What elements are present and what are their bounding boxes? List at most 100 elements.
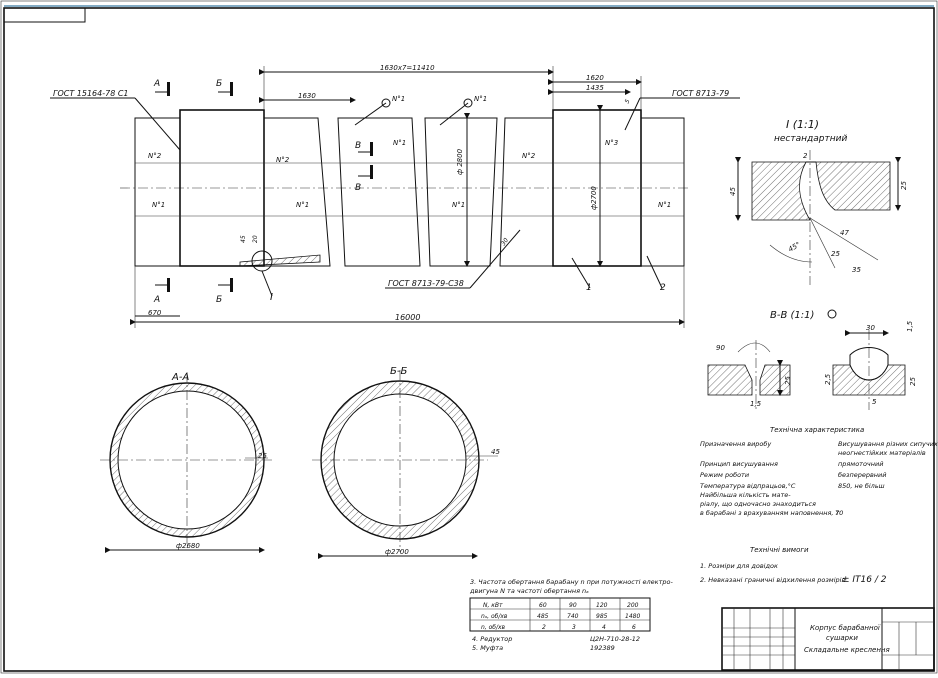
tech-requirement-2: 2. Невказані граничні відхилення розмірі… bbox=[700, 576, 845, 584]
weld-symbol-circle bbox=[827, 309, 837, 319]
note-5-value: 192389 bbox=[590, 644, 615, 652]
dim-sections: 1630х7=11410 bbox=[380, 64, 435, 72]
section-label-A-top: А bbox=[153, 79, 160, 89]
tech-row-7-label: в барабані з врахуванням наповнення, т bbox=[700, 509, 840, 517]
detail-I-angle: 45° bbox=[787, 241, 802, 254]
detail-I-dim-25-bottom: 25 bbox=[831, 250, 840, 258]
section-AA-thickness: 25 bbox=[258, 452, 267, 460]
section-VV-dim-5: 5 bbox=[872, 398, 877, 406]
gost-label-top-left: ГОСТ 15164-78 С1 bbox=[53, 89, 129, 98]
section-BB bbox=[312, 370, 498, 559]
section-label-A-bottom: А bbox=[153, 295, 160, 305]
speed-cell: 2 bbox=[542, 624, 546, 631]
speed-cell: 1480 bbox=[625, 613, 640, 620]
tech-row-6-label: ріалу, що одночасно знаходиться bbox=[699, 500, 816, 508]
shell-segment-1 bbox=[263, 117, 331, 267]
leader-label-I: I bbox=[270, 292, 273, 303]
dim-45: 45 bbox=[240, 235, 247, 243]
dim-d2800: ф 2800 bbox=[456, 148, 464, 175]
tech-characteristics-list: Призначення виробу Висушування різних си… bbox=[699, 440, 938, 517]
inner-frame bbox=[3, 7, 935, 672]
detail-I-view bbox=[735, 150, 901, 285]
section-VV-title: В-В (1:1) bbox=[770, 310, 814, 321]
speed-row-label-2: n, об/хв bbox=[481, 624, 506, 631]
speed-cell: 4 bbox=[602, 624, 606, 631]
section-VV-dim-2-5: 2,5 bbox=[824, 373, 832, 385]
section-VV-dim-30: 30 bbox=[866, 324, 875, 332]
dim-30: 30 bbox=[500, 237, 510, 247]
section-VV-view bbox=[707, 330, 906, 410]
speed-cell: 120 bbox=[596, 602, 608, 609]
tech-row-0-label: Призначення виробу bbox=[700, 440, 771, 448]
note-3-line-2: двигуна N та частоті обертання nₐ bbox=[469, 587, 589, 595]
shell-segment-2 bbox=[337, 117, 421, 267]
speed-cell: 60 bbox=[539, 602, 547, 609]
section-markers bbox=[155, 82, 373, 292]
detail-I-subtitle: нестандартний bbox=[774, 134, 847, 144]
weld-flag-2: N°1 bbox=[474, 95, 487, 103]
speed-row-label-0: N, кВт bbox=[483, 602, 503, 609]
title-block-doc-type: Складальне креслення bbox=[804, 646, 890, 654]
main-drum-view bbox=[120, 105, 690, 272]
speed-cell: 485 bbox=[537, 613, 549, 620]
gost-label-bottom: ГОСТ 8713-79-С38 bbox=[388, 279, 464, 288]
speed-cell: 90 bbox=[569, 602, 577, 609]
weld-label-2b: N°2 bbox=[522, 152, 536, 160]
tech-row-2-value: прямоточний bbox=[838, 460, 883, 468]
weld-label-1b: N°1 bbox=[393, 139, 406, 147]
detail-I-dim-35: 35 bbox=[852, 266, 861, 274]
tech-row-5-label: Найбільша кількість мате- bbox=[700, 491, 791, 499]
right-end-shell bbox=[640, 117, 685, 267]
section-VV-dim-1-5-right: 1,5 bbox=[906, 320, 914, 332]
speed-cell: 3 bbox=[572, 624, 576, 631]
tech-requirements-title: Технічні вимоги bbox=[750, 546, 809, 554]
speed-cell: 985 bbox=[596, 613, 608, 620]
section-AA bbox=[100, 372, 274, 553]
tech-row-3-label: Режим роботи bbox=[700, 471, 749, 479]
section-label-B-bottom: Б bbox=[216, 295, 222, 305]
note-4-label: 4. Редуктор bbox=[472, 635, 512, 643]
tech-row-4-value: 850, не більш bbox=[838, 482, 885, 490]
note-4-value: Ц2Н-710-28-12 bbox=[590, 635, 640, 643]
section-label-V-top: В bbox=[355, 141, 361, 151]
section-label-V-bottom: В bbox=[355, 183, 361, 193]
tech-row-2-label: Принцип висушування bbox=[700, 460, 778, 468]
section-VV-angle: 90 bbox=[716, 344, 725, 352]
section-BB-thickness: 45 bbox=[491, 448, 500, 456]
tech-row-1-value: неогнестійких матеріалів bbox=[838, 449, 926, 457]
weld-label-2: N°2 bbox=[276, 156, 290, 164]
weld-label-1c: N°1 bbox=[452, 201, 465, 209]
title-block-name-line-1: Корпус барабанної bbox=[810, 624, 881, 632]
section-AA-title: А-А bbox=[171, 372, 189, 383]
detail-I-dim-25: 25 bbox=[900, 181, 908, 190]
weld-label-left-lower: N°1 bbox=[152, 201, 165, 209]
detail-I-dim-45: 45 bbox=[729, 187, 737, 196]
note-3-line-1: 3. Частота обертання барабану n при поту… bbox=[470, 578, 673, 586]
tech-row-4-label: Температура відпрацьов,°С bbox=[700, 482, 796, 490]
dim-1630: 1630 bbox=[298, 92, 316, 100]
speed-cell: 740 bbox=[567, 613, 579, 620]
section-VV-dim-1-5-left: 1,5 bbox=[750, 400, 762, 408]
dim-20: 20 bbox=[252, 235, 259, 243]
section-AA-diameter: ф2680 bbox=[176, 542, 200, 550]
leader-label-1: 1 bbox=[586, 283, 592, 293]
dim-total-length: 16000 bbox=[395, 313, 420, 322]
left-end-shell bbox=[134, 117, 181, 267]
leader-lines bbox=[50, 97, 740, 297]
weld-flag-1: N°1 bbox=[392, 95, 405, 103]
title-block bbox=[721, 607, 935, 671]
weld-label-3: N°3 bbox=[605, 139, 618, 147]
weld-label-1d: N°1 bbox=[658, 201, 671, 209]
section-BB-title: Б-Б bbox=[390, 366, 407, 377]
note-5-label: 5. Муфта bbox=[472, 644, 503, 652]
weld-bead-hatch bbox=[239, 254, 321, 267]
section-BB-diameter: ф2700 bbox=[385, 548, 409, 556]
section-label-B-top: Б bbox=[216, 79, 222, 89]
tolerance-note: ± IT16 / 2 bbox=[842, 575, 887, 585]
weld-label-1: N°1 bbox=[296, 201, 309, 209]
title-block-name-line-2: сушарки bbox=[826, 634, 858, 642]
detail-I-dim-47: 47 bbox=[840, 229, 849, 237]
